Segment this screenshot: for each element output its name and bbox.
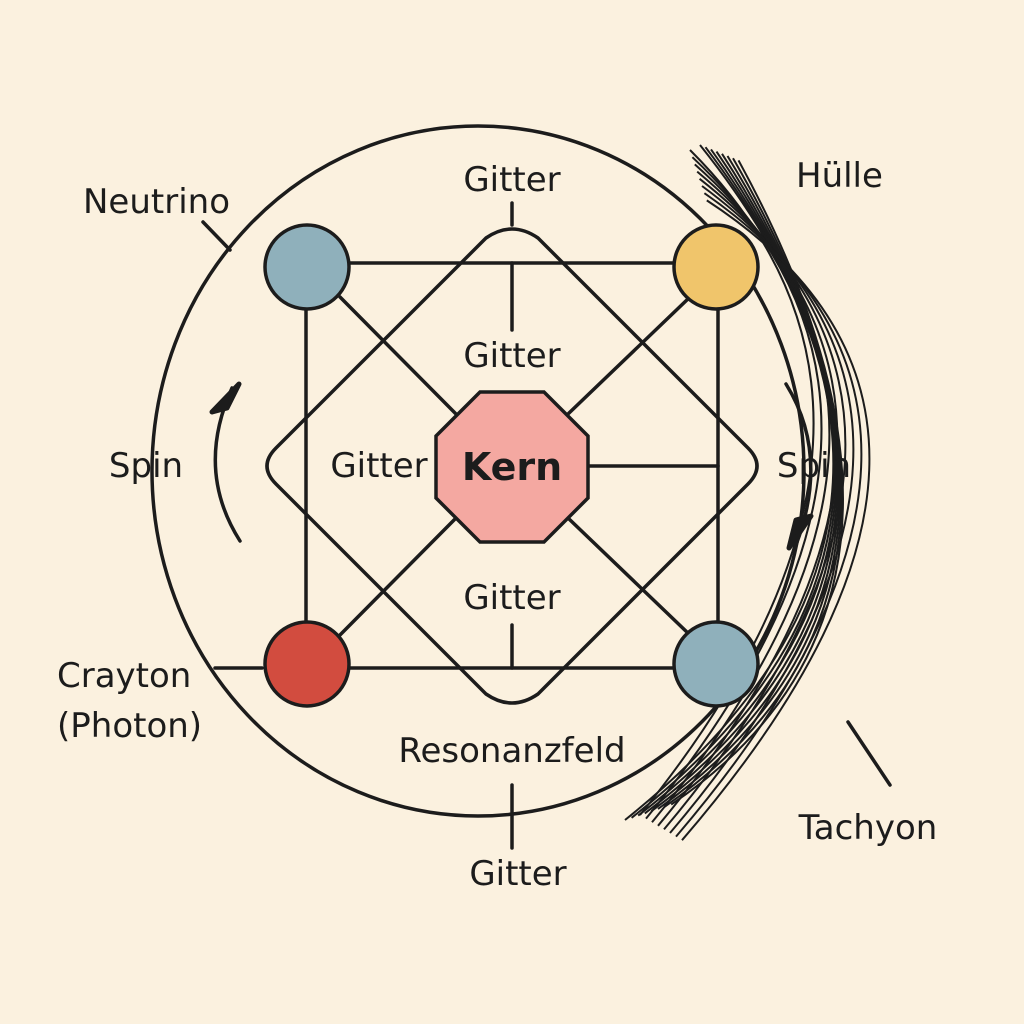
gitter-bottom-label: Gitter [469, 854, 566, 894]
outer-shell-circle [150, 124, 806, 818]
neutrino-particle [263, 223, 351, 311]
gitter-upper-label: Gitter [463, 336, 560, 376]
neutrino-leader [201, 220, 232, 252]
crayton-particle [263, 620, 351, 708]
tachyon-wave-line [670, 159, 844, 806]
kern-label: Kern [462, 445, 562, 489]
gitter-lower-label: Gitter [463, 578, 560, 618]
kern-octagon [434, 390, 590, 544]
tachyon-label: Tachyon [798, 808, 938, 848]
spin-left-label: Spin [109, 446, 183, 486]
tachyon-wave-line [664, 157, 843, 808]
lattice-diagonals [338, 295, 692, 637]
spin-right-label: Spin [777, 446, 851, 486]
tachyon-wave-line [644, 151, 839, 815]
tachyon-leader [846, 720, 892, 787]
neutrino-label: Neutrino [83, 182, 230, 222]
tachyon-wave-line [650, 153, 840, 813]
resonance-diamond [265, 227, 759, 705]
spin-arrow-left [209, 381, 242, 543]
spin-arrow-right [784, 382, 814, 551]
tachyon-waves [624, 144, 871, 841]
crayton-label: Crayton [57, 656, 191, 696]
lattice-cross [510, 201, 720, 850]
yellow-particle [672, 223, 760, 311]
gitter-top-label: Gitter [463, 160, 560, 200]
resonanzfeld-label: Resonanzfeld [398, 731, 625, 771]
blue-particle [672, 620, 760, 708]
huelle-label: Hülle [796, 156, 883, 196]
photon-label: (Photon) [57, 706, 202, 746]
tachyon-wave-line [657, 155, 842, 810]
gitter-left-label: Gitter [330, 446, 427, 486]
